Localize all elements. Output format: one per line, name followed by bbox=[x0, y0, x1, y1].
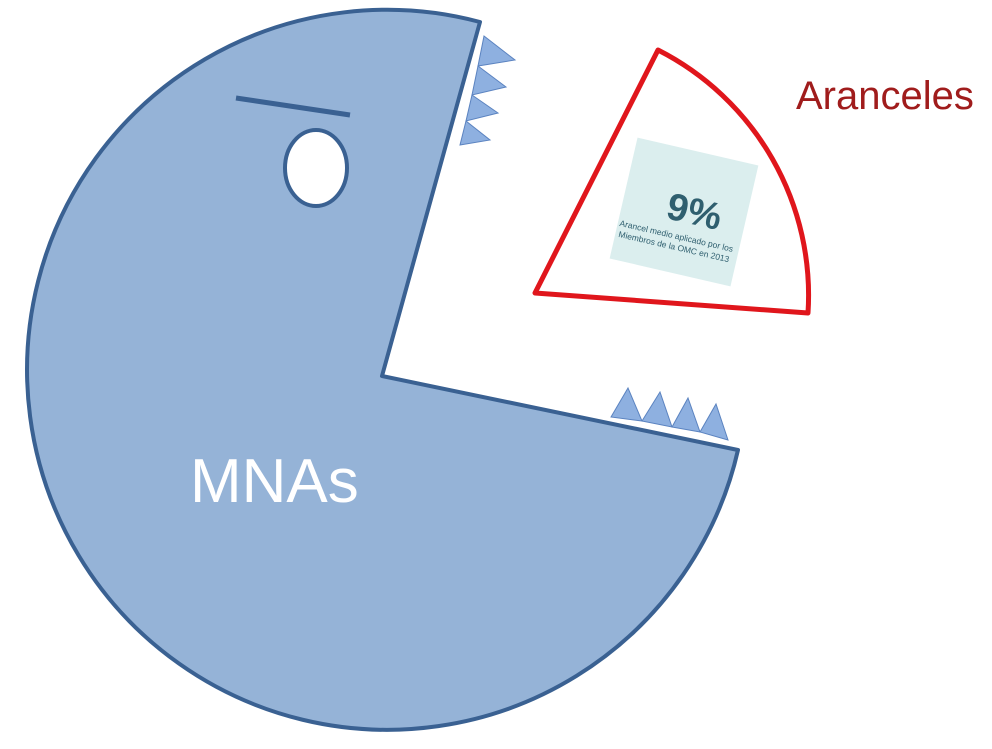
eye bbox=[283, 128, 349, 208]
tooth bbox=[610, 386, 643, 422]
upper-teeth bbox=[459, 35, 517, 146]
tooth bbox=[465, 94, 500, 122]
tooth bbox=[459, 120, 492, 146]
tooth bbox=[671, 396, 701, 433]
tariff-card: 9% Arancel medio aplicado por los Miembr… bbox=[609, 137, 759, 287]
lower-teeth bbox=[610, 386, 729, 441]
tooth bbox=[699, 402, 729, 441]
slice-label: Aranceles bbox=[796, 74, 974, 118]
pacman-body bbox=[25, 7, 740, 732]
tooth bbox=[641, 390, 673, 428]
eyebrow bbox=[235, 95, 351, 118]
card-background bbox=[609, 137, 759, 287]
pacman-label: MNAs bbox=[190, 447, 359, 516]
tooth bbox=[477, 35, 517, 67]
tooth bbox=[471, 65, 508, 96]
